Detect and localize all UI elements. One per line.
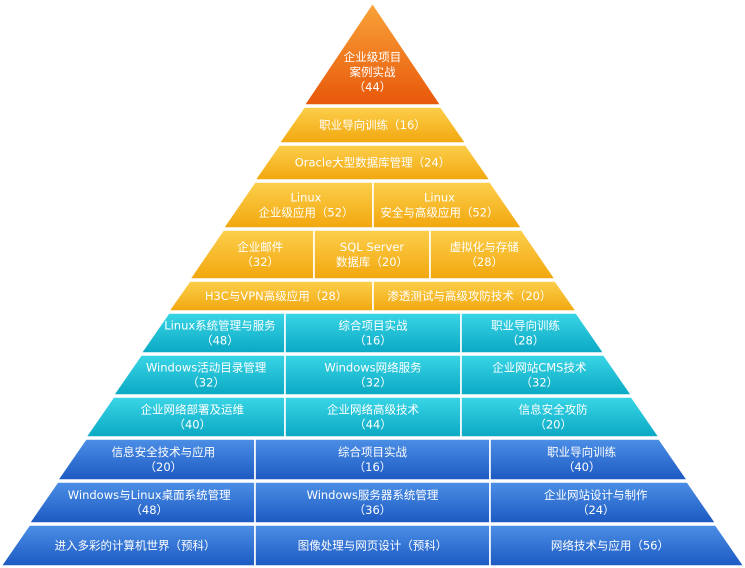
pyramid-block-9-1-line-1: 企业网络部署及运维	[141, 403, 245, 417]
pyramid-block-7-1-line-2: （48）	[201, 334, 239, 348]
pyramid-block-11-1-line-2: （48）	[130, 503, 168, 517]
pyramid-block-11-2-line-2: （36）	[354, 503, 392, 517]
pyramid-block-8-3-line-2: （32）	[521, 376, 559, 390]
pyramid-block-5-3-line-1: 虚拟化与存储	[450, 240, 519, 254]
pyramid-block-4-1-line-1: Linux	[291, 191, 322, 205]
pyramid-block-6-2-line-1: 渗透测试与高级攻防技术（20）	[387, 289, 551, 303]
pyramid-block-9-3-line-2: （20）	[534, 418, 572, 432]
pyramid-block-12-2-line-1: 图像处理与网页设计（预科）	[298, 539, 448, 553]
pyramid-block-5-3	[429, 229, 557, 280]
pyramid-block-3-1	[253, 144, 492, 181]
pyramid-block-12-3	[489, 524, 745, 567]
pyramid-block-11-2-line-1: Windows服务器系统管理	[307, 488, 439, 502]
pyramid-block-9-3-line-1: 信息安全攻防	[519, 403, 588, 417]
pyramid-block-9-1-line-2: （40）	[173, 418, 211, 432]
pyramid-block-9-2-line-2: （44）	[354, 418, 392, 432]
pyramid-block-7-2-line-1: 综合项目实战	[339, 319, 408, 333]
pyramid-block-2-1-line-1: 职业导向训练（16）	[319, 118, 426, 132]
pyramid-block-2-1	[277, 106, 468, 144]
pyramid-block-1-1	[302, 1, 443, 106]
pyramid-block-10-3	[489, 438, 689, 481]
pyramid-block-1-1-line-2: 案例实战	[350, 65, 396, 79]
pyramid-block-10-1-line-2: （20）	[145, 460, 183, 474]
pyramid-block-5-1-line-2: （32）	[241, 255, 279, 269]
pyramid-block-8-2-line-1: Windows网络服务	[324, 361, 422, 375]
pyramid-block-4-2-line-1: Linux	[424, 191, 455, 205]
pyramid-block-11-3-line-1: 企业网站设计与制作	[544, 488, 648, 502]
pyramid-block-5-3-line-2: （28）	[465, 255, 503, 269]
pyramid-block-4-1-line-2: 企业级应用（52）	[258, 206, 353, 220]
pyramid-block-11-1-line-1: Windows与Linux桌面系统管理	[68, 488, 231, 502]
pyramid-block-4-2-line-2: 安全与高级应用（52）	[380, 206, 498, 220]
pyramid-block-8-2-line-2: （32）	[354, 376, 392, 390]
pyramid-block-10-3-line-1: 职业导向训练	[547, 445, 616, 459]
pyramid-block-1-1-line-1: 企业级项目	[344, 50, 402, 64]
pyramid-block-3-1-line-1: Oracle大型数据库管理（24）	[295, 156, 451, 170]
pyramid-block-11-3	[489, 481, 718, 524]
pyramid-block-4-2	[372, 181, 524, 229]
pyramid-block-10-2-line-1: 综合项目实战	[338, 445, 407, 459]
pyramid-block-10-2-line-2: （16）	[354, 460, 392, 474]
pyramid-block-5-2-line-2: 数据库（20）	[336, 255, 408, 269]
pyramid-block-8-3-line-1: 企业网站CMS技术	[492, 361, 587, 375]
pyramid-block-9-3	[460, 396, 661, 438]
pyramid-block-1-1-line-3: （44）	[354, 80, 392, 94]
pyramid-block-6-2	[372, 280, 578, 312]
pyramid-block-5-1-line-1: 企业邮件	[237, 240, 283, 254]
pyramid-block-7-3-line-2: （28）	[507, 334, 545, 348]
pyramid-block-8-3	[460, 354, 634, 396]
pyramid-block-7-1-line-1: Linux系统管理与服务	[164, 319, 276, 333]
pyramid-block-5-2-line-1: SQL Server	[340, 240, 404, 254]
pyramid-block-8-1-line-2: （32）	[187, 376, 225, 390]
pyramid-block-8-1-line-1: Windows活动目录管理	[146, 361, 267, 375]
pyramid-block-7-3-line-1: 职业导向训练	[491, 319, 560, 333]
pyramid-block-6-1-line-1: H3C与VPN高级应用（28）	[205, 289, 348, 303]
pyramid-block-7-3	[460, 312, 606, 354]
pyramid-block-10-3-line-2: （40）	[563, 460, 601, 474]
pyramid-block-9-2-line-1: 企业网络高级技术	[327, 403, 419, 417]
pyramid-block-7-2-line-2: （16）	[354, 334, 392, 348]
pyramid-block-12-3-line-1: 网络技术与应用（56）	[551, 539, 669, 553]
pyramid-block-11-3-line-2: （24）	[577, 503, 615, 517]
pyramid-block-12-1-line-1: 进入多彩的计算机世界（预科）	[55, 539, 216, 553]
pyramid-block-10-1-line-1: 信息安全技术与应用	[112, 445, 216, 459]
